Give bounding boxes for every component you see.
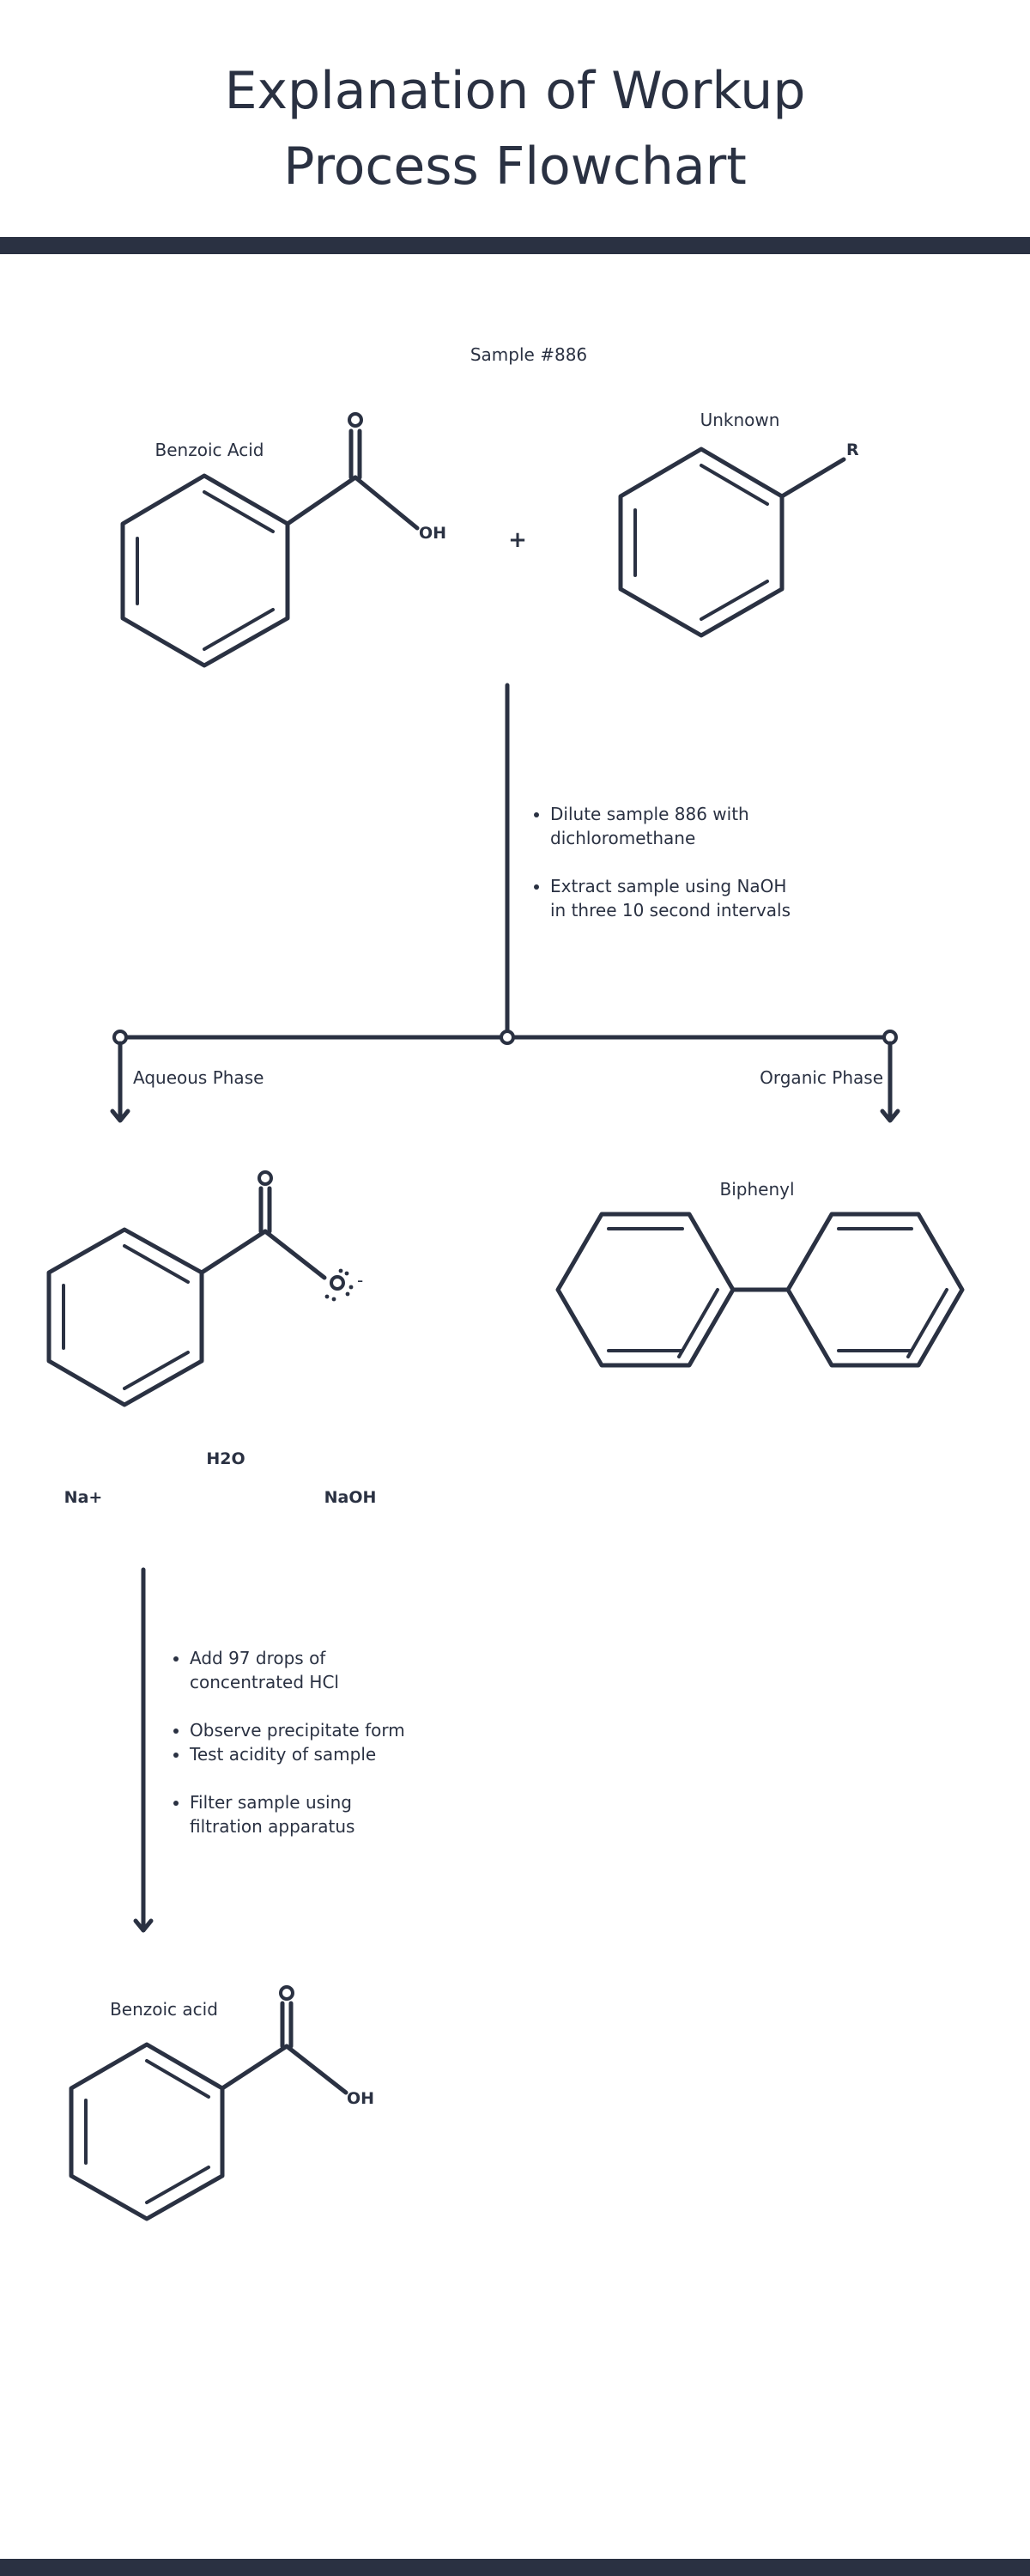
organic-phase-label: Organic Phase	[760, 1067, 883, 1088]
step-line: in three 10 second intervals	[550, 900, 791, 920]
step-line: Add 97 drops of	[190, 1648, 326, 1668]
header-divider-band	[0, 237, 1030, 254]
step-line: filtration apparatus	[190, 1816, 355, 1837]
phenyl-ring-right	[785, 1212, 965, 1368]
benzoic-acid-name: Benzoic Acid	[155, 440, 264, 460]
product-name: Benzoic acid	[110, 1999, 218, 2020]
step-line: Filter sample using	[190, 1792, 352, 1813]
benzene-ring	[618, 447, 785, 638]
sodium-ion-label: Na+	[64, 1488, 103, 1507]
hydroxyl-label: OH	[347, 2089, 374, 2108]
extraction-steps-list: Dilute sample 886 with dichloromethane E…	[526, 802, 791, 922]
plus-operator: +	[508, 527, 527, 553]
sample-label: Sample #886	[470, 344, 587, 365]
benzoate-structure: -	[46, 1170, 363, 1407]
hydroxyl-label: OH	[419, 524, 446, 543]
water-label: H2O	[206, 1449, 245, 1468]
page-title: Explanation of Workup Process Flowchart	[0, 53, 1030, 204]
carbonyl-oxygen	[258, 1170, 273, 1186]
step-line: dichloromethane	[550, 828, 696, 848]
step-line: Dilute sample 886 with	[550, 804, 749, 824]
unknown-structure: Unknown R	[618, 410, 859, 638]
carbonyl-carbon-bond	[285, 475, 358, 526]
step-extract: Extract sample using NaOH in three 10 se…	[550, 874, 791, 922]
step-observe: Observe precipitate form	[190, 1718, 405, 1742]
acidification-steps-list: Add 97 drops of concentrated HCl Observe…	[166, 1646, 405, 1838]
step-test-acidity: Test acidity of sample	[190, 1742, 405, 1766]
title-line-1: Explanation of Workup	[224, 61, 806, 121]
unknown-name: Unknown	[700, 410, 780, 430]
negative-charge: -	[357, 1270, 363, 1291]
biphenyl-structure: Biphenyl	[555, 1179, 965, 1368]
step-line: Test acidity of sample	[190, 1744, 377, 1765]
footer-band	[0, 2559, 1030, 2576]
step-filter: Filter sample using filtration apparatus	[190, 1790, 405, 1838]
phenyl-ring-left	[555, 1212, 736, 1368]
carbonyl-oxygen	[279, 1985, 294, 2001]
benzene-ring	[69, 2042, 225, 2221]
title-line-2: Process Flowchart	[283, 137, 747, 197]
split-node-center	[500, 1030, 515, 1045]
step-line: concentrated HCl	[190, 1672, 339, 1692]
step-line: Observe precipitate form	[190, 1720, 405, 1741]
biphenyl-name: Biphenyl	[719, 1179, 794, 1200]
product-benzoic-acid-structure: Benzoic acid OH	[69, 1985, 374, 2221]
benzoic-acid-structure: Benzoic Acid OH	[120, 412, 446, 668]
benzene-ring	[120, 473, 290, 668]
aqueous-phase-label: Aqueous Phase	[133, 1067, 264, 1088]
naoh-label: NaOH	[324, 1488, 377, 1507]
r-group-label: R	[846, 440, 859, 459]
carboxylate-oxygen	[330, 1275, 345, 1291]
step-line: Extract sample using NaOH	[550, 876, 787, 896]
benzene-ring	[46, 1227, 204, 1407]
step-add-hcl: Add 97 drops of concentrated HCl	[190, 1646, 405, 1694]
carbonyl-oxygen	[348, 412, 363, 428]
step-dilute: Dilute sample 886 with dichloromethane	[550, 802, 791, 850]
